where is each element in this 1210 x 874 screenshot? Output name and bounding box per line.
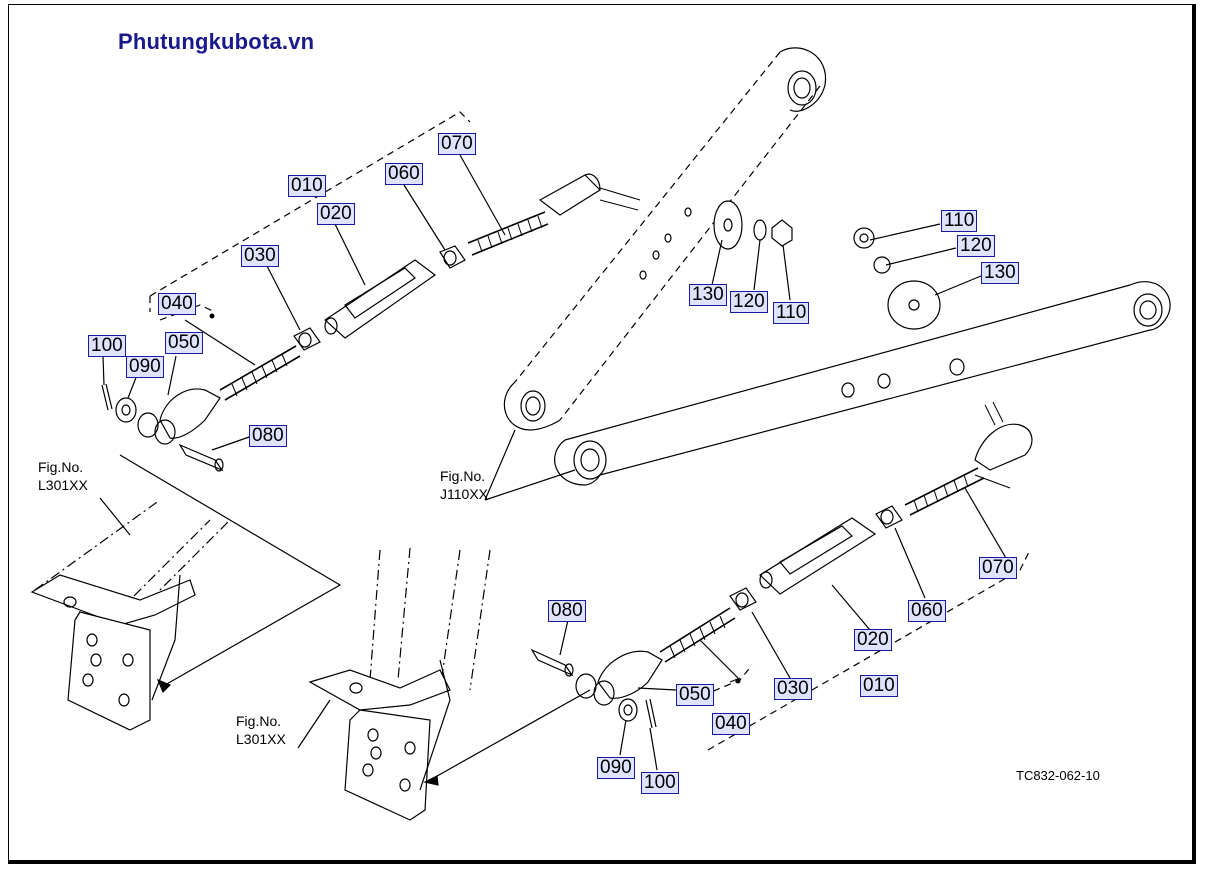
part-label-070-right[interactable]: 070 — [979, 557, 1017, 579]
part-label-080-right[interactable]: 080 — [548, 600, 586, 622]
part-label-040-right[interactable]: 040 — [712, 713, 750, 735]
figure-ref-bottom[interactable]: Fig.No. L301XX — [236, 712, 286, 748]
part-label-060-left[interactable]: 060 — [385, 163, 423, 185]
part-label-020-right[interactable]: 020 — [854, 629, 892, 651]
figure-ref-center-line1: Fig.No. — [440, 468, 486, 484]
leader-lines — [99, 154, 1011, 781]
part-label-120-right[interactable]: 120 — [957, 235, 995, 257]
part-label-090-right[interactable]: 090 — [597, 757, 635, 779]
drawing-code: TC832-062-10 — [1016, 768, 1100, 783]
figure-ref-center[interactable]: Fig.No. J110XX — [440, 467, 488, 503]
part-label-120-upper[interactable]: 120 — [730, 291, 768, 313]
part-label-110-upper[interactable]: 110 — [773, 302, 810, 324]
brand-watermark: Phutungkubota.vn — [118, 29, 315, 54]
drawing-frame — [8, 4, 1196, 864]
part-label-040-left[interactable]: 040 — [158, 293, 196, 315]
figure-ref-center-line2: J110XX — [440, 486, 488, 502]
left-bracket — [30, 499, 231, 731]
part-label-100-left[interactable]: 100 — [88, 335, 126, 357]
part-label-010-left[interactable]: 010 — [288, 175, 326, 197]
part-label-130-right[interactable]: 130 — [981, 262, 1019, 284]
center-bracket — [308, 547, 491, 821]
part-label-100-right[interactable]: 100 — [641, 772, 679, 794]
right-turnbuckle-assembly — [530, 227, 1033, 729]
left-turnbuckle-assembly — [101, 173, 793, 472]
part-label-030-left[interactable]: 030 — [241, 245, 279, 267]
part-label-050-left[interactable]: 050 — [165, 332, 203, 354]
figure-ref-left-line2: L301XX — [38, 477, 88, 493]
figure-ref-bottom-line2: L301XX — [236, 731, 286, 747]
part-label-130-upper[interactable]: 130 — [689, 284, 727, 306]
figure-ref-bottom-line1: Fig.No. — [236, 713, 282, 729]
part-label-090-left[interactable]: 090 — [126, 356, 164, 378]
figure-ref-left[interactable]: Fig.No. L301XX — [38, 458, 88, 494]
part-label-080-left[interactable]: 080 — [249, 425, 287, 447]
part-label-030-right[interactable]: 030 — [774, 678, 812, 700]
part-label-060-right[interactable]: 060 — [908, 600, 946, 622]
upper-lift-arm — [503, 47, 827, 431]
lower-lift-arm — [554, 281, 1171, 486]
part-label-050-right[interactable]: 050 — [676, 684, 714, 706]
part-label-070-left[interactable]: 070 — [438, 133, 476, 155]
part-label-020-left[interactable]: 020 — [317, 203, 355, 225]
part-label-010-right[interactable]: 010 — [860, 675, 898, 697]
figure-ref-left-line1: Fig.No. — [38, 459, 84, 475]
part-label-110-right[interactable]: 110 — [941, 210, 978, 232]
